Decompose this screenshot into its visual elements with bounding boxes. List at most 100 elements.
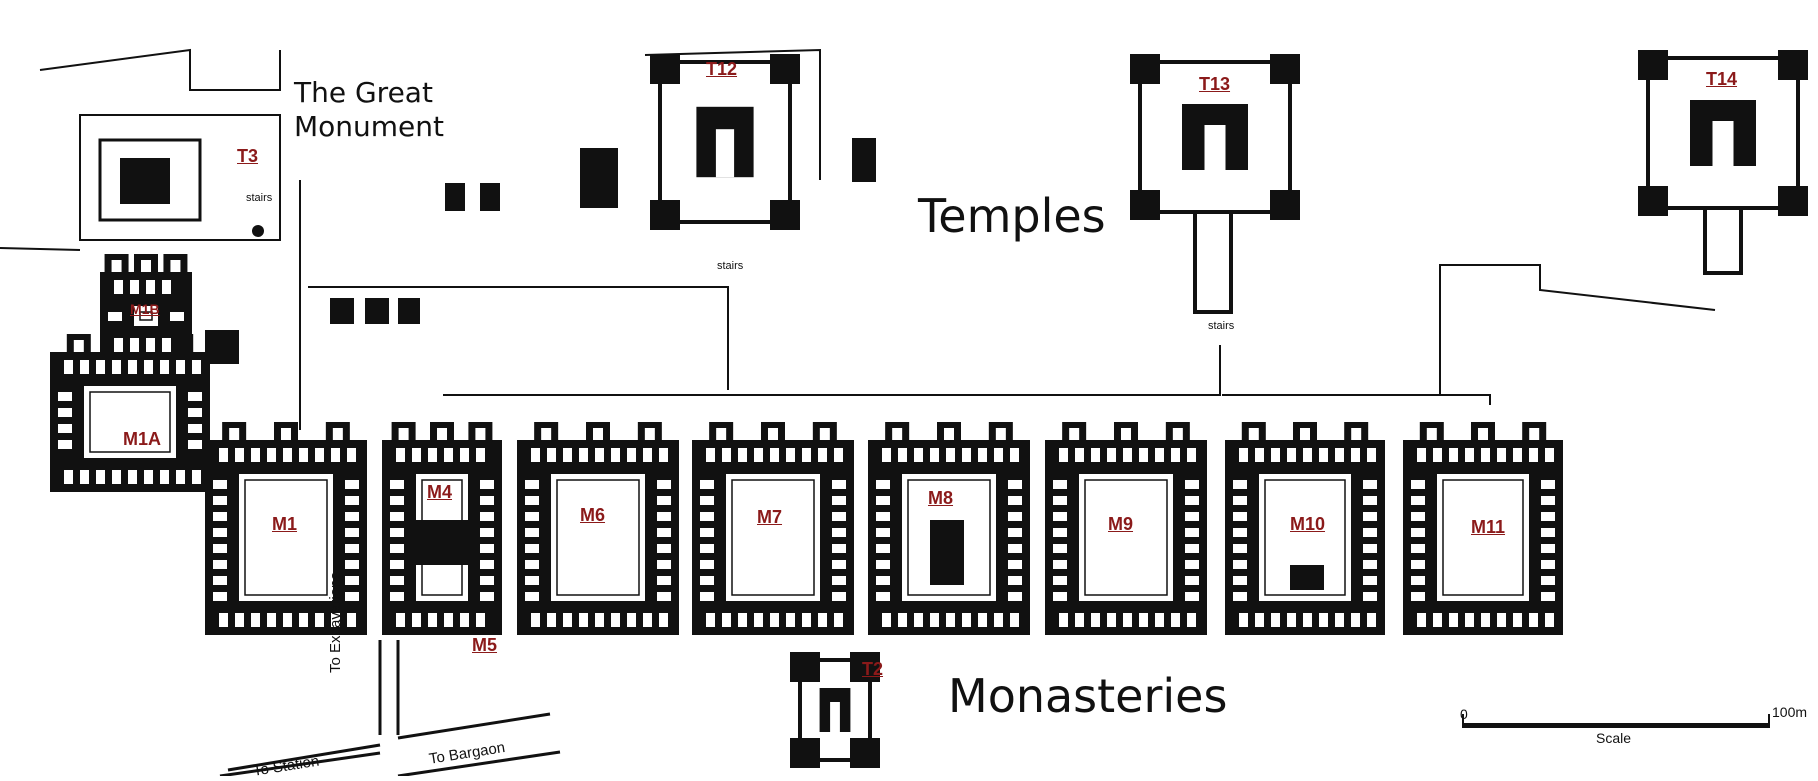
temple-t13-sanctum-door [1204, 125, 1226, 170]
monastery-m11-cell [1465, 613, 1474, 627]
monastery-m6-cell [525, 576, 539, 585]
monastery-m7-verandah [731, 479, 815, 596]
monastery-m1-cell [219, 613, 228, 627]
temple-buildings [79, 50, 1808, 768]
monastery-m1-cell [213, 512, 227, 521]
scale-bar [1462, 723, 1770, 728]
monastery-m11-cell [1497, 448, 1506, 462]
monastery-m6-cell [657, 560, 671, 569]
monastery-m8-cell [1008, 480, 1022, 489]
monastery-m6-cell [657, 528, 671, 537]
monastery-m9-cell [1185, 560, 1199, 569]
monastery-m10-cell [1271, 613, 1280, 627]
small-shrine-3 [580, 148, 618, 208]
monastery-m11 [1403, 422, 1563, 635]
monastery-m7-cell [738, 448, 747, 462]
monastery-m11-cell [1411, 544, 1425, 553]
monastery-m7-cell [834, 448, 843, 462]
monastery-m1a [50, 334, 210, 492]
monastery-m8-cell [914, 613, 923, 627]
monastery-m7-cell [700, 528, 714, 537]
monastery-m1-cell [347, 448, 356, 462]
monastery-m11-cell [1541, 496, 1555, 505]
temple-t2-sanctum-door [830, 702, 840, 732]
monastery-m4-cell [428, 613, 437, 627]
small-shrine-5 [365, 298, 389, 324]
monastery-m9-cell [1185, 512, 1199, 521]
monastery-m11-cell [1411, 512, 1425, 521]
monastery-m10-cell [1233, 560, 1247, 569]
monastery-m8-cell [1010, 448, 1019, 462]
monastery-m9-cell [1187, 448, 1196, 462]
monastery-m10-cell [1363, 528, 1377, 537]
monastery-m1b-cell [114, 338, 123, 352]
monastery-m8-projection-cell [892, 428, 903, 440]
monastery-m4-shrine [412, 520, 472, 565]
monastery-m4-cell [476, 448, 485, 462]
monastery-m1-cell [345, 544, 359, 553]
monastery-m11-cell [1433, 613, 1442, 627]
monastery-m9 [1045, 422, 1207, 635]
monastery-m11-cell [1541, 576, 1555, 585]
monastery-m1b-projection-cell [111, 260, 122, 272]
monastery-m8-cell [876, 544, 890, 553]
monastery-m9-cell [1053, 544, 1067, 553]
temple-label-t12: T12 [706, 59, 738, 79]
monastery-m1-cell [299, 448, 308, 462]
monastery-m1b-cell [146, 338, 155, 352]
monastery-m7-cell [700, 560, 714, 569]
monastery-m8-cell [994, 448, 1003, 462]
monastery-m1-cell [267, 613, 276, 627]
temple-t13-corner-tower [1270, 54, 1300, 84]
temple-t13 [1130, 54, 1300, 220]
monastery-m9-verandah [1084, 479, 1168, 596]
monastery-m4-projection-cell [437, 428, 447, 440]
monastery-m1-cell [213, 576, 227, 585]
monastery-m7-cell [832, 496, 846, 505]
monastery-m8-cell [876, 496, 890, 505]
monastery-m10-cell [1351, 613, 1360, 627]
temple-t2-corner-tower [790, 738, 820, 768]
monastery-m8-cell [930, 613, 939, 627]
great-monument-platform [98, 138, 202, 222]
monastery-m10-cell [1319, 448, 1328, 462]
connecting-paths [0, 48, 1716, 430]
monastery-m7-cell [754, 448, 763, 462]
temple-t12-corner-tower [650, 200, 680, 230]
monastery-m1-cell [213, 496, 227, 505]
monastery-m10-cell [1255, 448, 1264, 462]
great-monument-core [120, 158, 170, 204]
monasteries-heading: Monasteries [948, 669, 1228, 723]
monastery-m9-cell [1185, 528, 1199, 537]
monastery-m9-cell [1075, 613, 1084, 627]
monastery-m4-cell [390, 528, 404, 537]
monastery-m8 [868, 422, 1030, 635]
monastery-m1a-courtyard [84, 386, 176, 458]
monastery-m7-cell [706, 448, 715, 462]
monastery-m4-cell [390, 480, 404, 489]
monastery-m4-cell [428, 448, 437, 462]
monastery-m9-cell [1053, 528, 1067, 537]
monastery-m6-cell [531, 613, 540, 627]
monastery-m4-cell [412, 448, 421, 462]
monastery-m4-cell [444, 448, 453, 462]
monastery-m1a-cell [80, 470, 89, 484]
monastery-m1-cell [219, 448, 228, 462]
monastery-m7-cell [832, 512, 846, 521]
monastery-m4-cell [444, 613, 453, 627]
monastery-m10-cell [1335, 613, 1344, 627]
monastery-m11-cell [1541, 544, 1555, 553]
monastery-m10-projection-cell [1300, 428, 1310, 440]
monastery-m8-cell [876, 512, 890, 521]
small-shrine-2 [852, 138, 876, 182]
monastery-m9-cell [1053, 576, 1067, 585]
monastery-m8-cell [946, 613, 955, 627]
monastery-m10-cell [1363, 496, 1377, 505]
monastery-m8-shrine [930, 520, 964, 585]
monastery-buildings [50, 254, 1563, 635]
monastery-m9-cell [1053, 496, 1067, 505]
monastery-m1b [100, 254, 192, 360]
monastery-m11-cell [1411, 480, 1425, 489]
monastery-label-m1a: M1A [123, 429, 162, 449]
